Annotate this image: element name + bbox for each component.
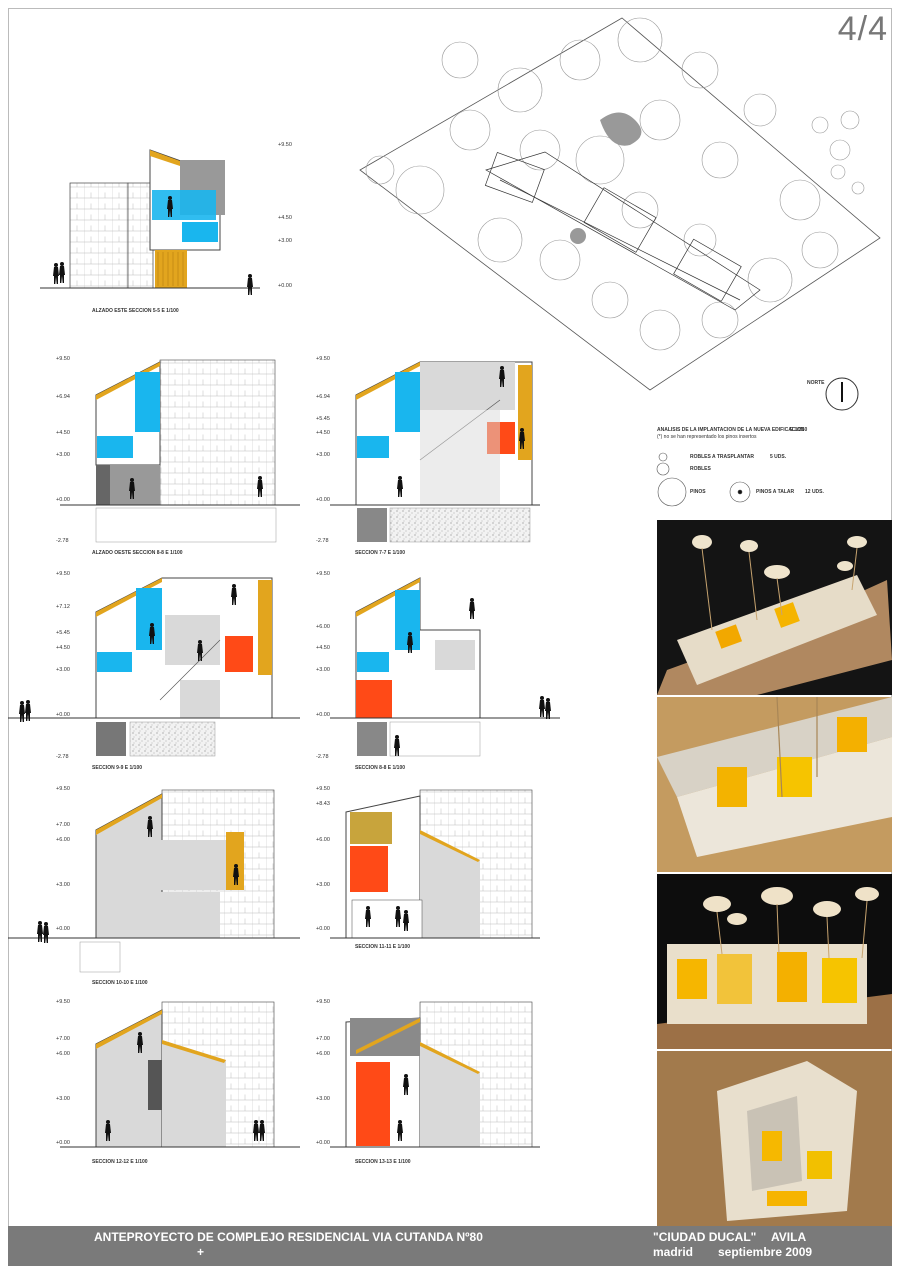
drawing-caption: SECCION 7-7 E 1/100 (355, 550, 406, 556)
level-label: +9.50 (316, 356, 330, 362)
level-label: +9.50 (278, 142, 292, 148)
level-label: -2.78 (56, 754, 69, 760)
level-label: +3.00 (316, 1096, 330, 1102)
level-label: +3.00 (56, 452, 70, 458)
level-label: +3.00 (56, 882, 70, 888)
drawing-caption: SECCION 11-11 E 1/100 (355, 944, 411, 950)
drawing-caption: SECCION 13-13 E 1/100 (355, 1159, 411, 1165)
level-label: +0.00 (316, 1140, 330, 1146)
site-plan-scale: E 1/250 (790, 427, 808, 433)
section-2 (60, 359, 300, 543)
legend-count: 5 UDS. (770, 454, 787, 460)
legend-label: ROBLES A TRASPLANTAR (690, 454, 754, 460)
level-label: +7.00 (56, 822, 70, 828)
site-plan-title: ANALISIS DE LA IMPLANTACION DE LA NUEVA … (657, 427, 805, 433)
drawing-caption: SECCION 12-12 E 1/100 (92, 1159, 148, 1165)
section-6 (8, 789, 300, 973)
level-label: +7.12 (56, 604, 70, 610)
level-label: +9.50 (56, 356, 70, 362)
drawing-caption: SECCION 8-8 E 1/100 (355, 765, 406, 771)
level-label: +7.00 (316, 1036, 330, 1042)
sheet-number: 4/4 (837, 10, 888, 48)
section-3 (330, 361, 540, 543)
project-name: "CIUDAD DUCAL" (653, 1230, 757, 1244)
drawing-caption: SECCION 9-9 E 1/100 (92, 765, 143, 771)
level-label: +3.00 (316, 882, 330, 888)
level-label: +6.00 (56, 837, 70, 843)
level-label: +0.00 (316, 712, 330, 718)
level-label: +9.50 (56, 786, 70, 792)
model-photo-3 (657, 874, 892, 1049)
level-label: +0.00 (56, 1140, 70, 1146)
model-photo-4 (657, 1051, 892, 1226)
site-legend-symbols (656, 452, 751, 507)
level-label: +4.50 (56, 645, 70, 651)
level-label: +4.50 (316, 430, 330, 436)
level-label: -2.78 (56, 538, 69, 544)
project-title: ANTEPROYECTO DE COMPLEJO RESIDENCIAL VIA… (94, 1230, 483, 1244)
city-name: AVILA (771, 1230, 807, 1244)
level-label: +5.45 (316, 416, 330, 422)
level-label: +3.00 (316, 667, 330, 673)
level-label: +3.00 (56, 667, 70, 673)
north-label: NORTE (807, 380, 825, 386)
level-label: +0.00 (316, 926, 330, 932)
level-label: +6.94 (56, 394, 70, 400)
level-label: +6.00 (316, 1051, 330, 1057)
level-label: +4.50 (278, 215, 292, 221)
section-5 (330, 577, 560, 757)
level-label: +0.00 (278, 283, 292, 289)
legend-label: PINOS (690, 489, 706, 495)
level-label: +6.00 (316, 837, 330, 843)
section-9 (330, 1001, 540, 1148)
level-label: +0.00 (56, 926, 70, 932)
level-label: +0.00 (56, 712, 70, 718)
level-label: +3.00 (316, 452, 330, 458)
level-label: +9.50 (316, 786, 330, 792)
legend-label: ROBLES (690, 466, 711, 472)
level-label: +0.00 (316, 497, 330, 503)
drawing-caption: ALZADO ESTE SECCION 5-5 E 1/100 (92, 308, 179, 314)
level-label: +4.50 (56, 430, 70, 436)
drawing-caption: ALZADO OESTE SECCION 8-8 E 1/100 (92, 550, 183, 556)
level-label: +6.00 (316, 624, 330, 630)
level-label: +5.45 (56, 630, 70, 636)
level-label: +9.50 (316, 571, 330, 577)
date: septiembre 2009 (718, 1245, 813, 1259)
model-photo-1 (657, 520, 892, 695)
legend-label: PINOS A TALAR (756, 489, 795, 495)
level-label: +9.50 (56, 571, 70, 577)
level-label: +3.00 (56, 1096, 70, 1102)
model-photo-2 (657, 697, 892, 872)
section-1 (40, 149, 260, 295)
plus-sign: + (197, 1245, 205, 1259)
legend-count: 12 UDS. (805, 489, 824, 495)
level-label: -2.78 (316, 538, 329, 544)
level-label: +0.00 (56, 497, 70, 503)
level-label: +6.94 (316, 394, 330, 400)
section-8 (60, 1001, 300, 1148)
level-label: +9.50 (316, 999, 330, 1005)
level-label: +7.00 (56, 1036, 70, 1042)
site-plan (359, 17, 881, 411)
section-4 (8, 577, 300, 757)
drawing-caption: SECCION 10-10 E 1/100 (92, 980, 148, 986)
site-plan-note: (*) no se han representado los pinos inx… (657, 434, 757, 440)
level-label: +3.00 (278, 238, 292, 244)
level-label: +9.50 (56, 999, 70, 1005)
level-label: +6.00 (56, 1051, 70, 1057)
section-7 (330, 789, 540, 939)
place: madrid (653, 1245, 694, 1259)
title-block (8, 1226, 892, 1266)
level-label: +8.43 (316, 801, 330, 807)
level-label: -2.78 (316, 754, 329, 760)
level-label: +4.50 (316, 645, 330, 651)
